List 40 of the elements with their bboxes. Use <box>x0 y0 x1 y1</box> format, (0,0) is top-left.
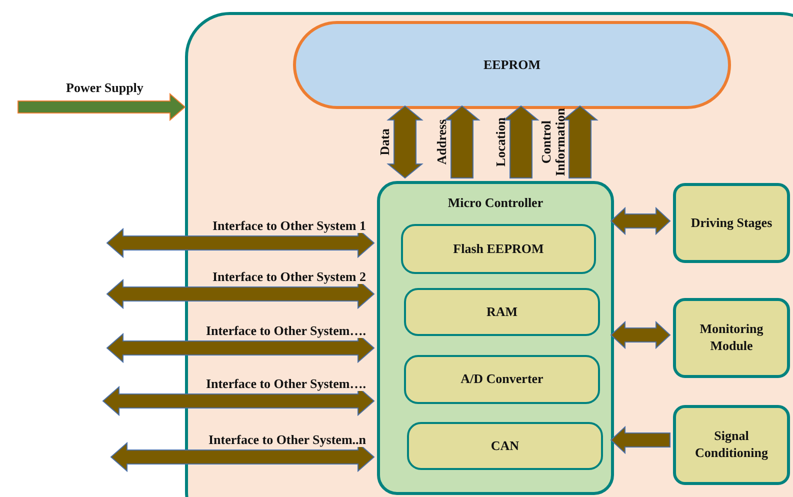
block-arrow <box>610 426 670 454</box>
node-label: CAN <box>490 438 520 454</box>
module-box <box>401 224 596 274</box>
module-box <box>673 298 790 378</box>
edge-label: Location <box>494 116 508 169</box>
edge-label: Interface to Other System 1 <box>210 219 368 234</box>
double-arrow <box>106 228 375 258</box>
double-arrow <box>102 386 375 416</box>
module-box <box>404 355 600 404</box>
node-label: Signal Conditioning <box>694 428 769 462</box>
double-arrow <box>610 320 671 350</box>
module-box <box>673 405 790 485</box>
edge-label: Interface to Other System..n <box>206 433 368 448</box>
node-label: Monitoring Module <box>698 321 764 355</box>
edge-label: Interface to Other System 2 <box>210 270 368 284</box>
edge-label: Interface to Other System…. <box>204 324 368 338</box>
edge-label: Control Information <box>539 107 567 177</box>
node-label: RAM <box>485 304 519 320</box>
controller-box <box>377 181 614 495</box>
node-label: A/D Converter <box>460 371 544 388</box>
block-arrow <box>18 92 186 122</box>
node-label: EEPROM <box>482 56 542 74</box>
module-box <box>673 183 790 263</box>
double-arrow <box>386 105 424 179</box>
edge-label: Data <box>378 128 392 158</box>
module-box <box>407 422 603 470</box>
node-label: Flash EEPROM <box>452 240 545 258</box>
edge-label: Address <box>435 118 449 167</box>
edge-label: Interface to Other System…. <box>204 377 368 392</box>
block-arrow <box>562 105 598 178</box>
double-arrow <box>106 278 375 310</box>
double-arrow <box>110 442 375 472</box>
double-arrow <box>106 332 375 364</box>
double-arrow <box>610 206 671 236</box>
node-label: Driving Stages <box>690 214 774 232</box>
block-arrow <box>502 105 540 178</box>
block-arrow <box>444 105 480 178</box>
module-box <box>404 288 600 336</box>
edge-label: Power Supply <box>66 81 144 96</box>
controller-heading: Micro Controller <box>446 195 544 212</box>
